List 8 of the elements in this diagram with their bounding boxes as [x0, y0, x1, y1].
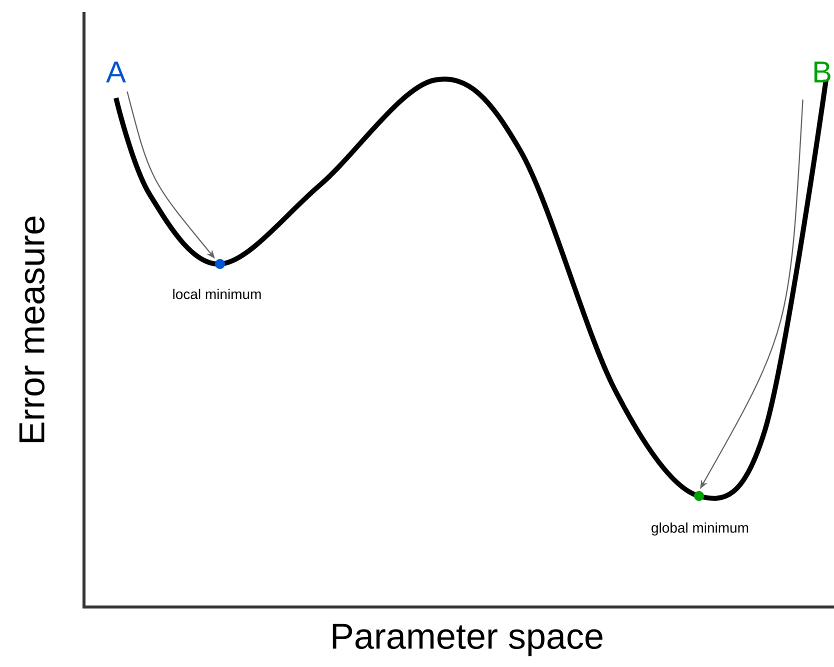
axis-title: Error measure	[19, 216, 45, 442]
point-caption: global minimum	[652, 522, 748, 536]
point-letter: B	[814, 62, 830, 82]
minimum-dot	[694, 491, 704, 501]
point-letter: A	[106, 62, 126, 82]
minimum-dot	[215, 259, 225, 269]
point-caption: local minimum	[173, 288, 261, 300]
axis-title: Parameter space	[332, 624, 602, 656]
